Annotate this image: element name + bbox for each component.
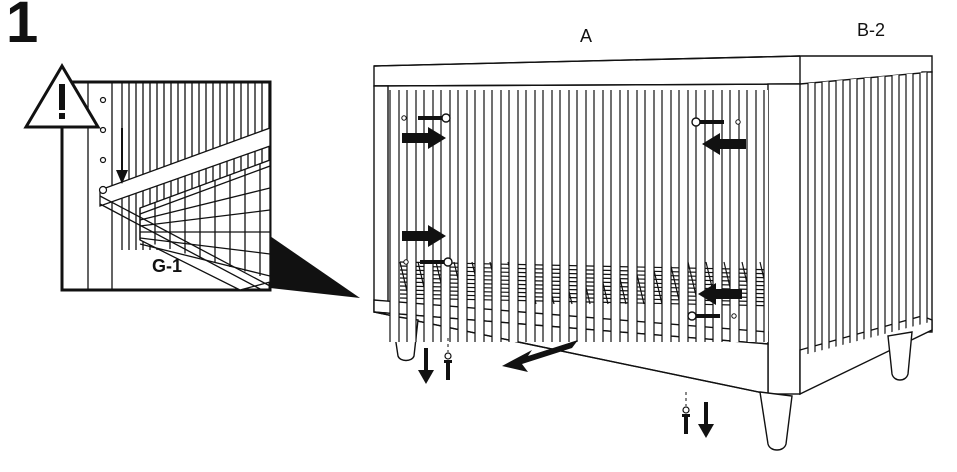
down-arrow-icon	[418, 348, 434, 384]
step-number: 1	[6, 0, 39, 55]
bolt-icon	[691, 117, 741, 127]
bolt-icon	[687, 311, 737, 321]
crib-slat	[491, 90, 502, 342]
down-arrow-icon	[698, 402, 714, 438]
detail-part-label: G-1	[152, 256, 183, 276]
spring-frame-rail	[99, 127, 270, 207]
bolt-icon	[403, 257, 453, 267]
hardware-group	[401, 113, 746, 438]
warning-triangle-icon	[23, 63, 101, 129]
crib-slat	[746, 90, 757, 342]
screw-icon	[682, 392, 690, 434]
front-panel-label: A	[580, 26, 593, 46]
crib-slat	[695, 90, 706, 342]
crib-slat	[559, 90, 570, 342]
crib-slat	[508, 90, 519, 342]
crib-slat	[576, 90, 587, 342]
callout-pointer	[270, 236, 360, 298]
bolt-icon	[401, 113, 451, 123]
crib-slat	[678, 90, 689, 342]
crib-slat	[712, 90, 723, 342]
crib-slat	[821, 72, 830, 356]
crib-slat	[877, 72, 886, 356]
crib-slat	[406, 90, 417, 342]
crib-slat	[863, 72, 872, 356]
crib-slat	[891, 72, 900, 356]
crib-slat	[593, 90, 604, 342]
crib-slat	[849, 72, 858, 356]
crib-slat	[644, 90, 655, 342]
adjustment-holes	[98, 96, 108, 195]
crib-slat	[423, 90, 434, 342]
crib-slat	[919, 72, 928, 356]
crib-slat	[542, 90, 553, 342]
crib-slat	[525, 90, 536, 342]
crib-slat	[835, 72, 844, 356]
screw-icon	[444, 338, 452, 380]
diagonal-arrow-icon	[502, 340, 578, 372]
down-arrow-icon	[116, 128, 128, 184]
crib-slat	[440, 90, 451, 342]
crib-slat	[661, 90, 672, 342]
detail-inset	[60, 80, 272, 292]
crib-slat	[457, 90, 468, 342]
right-arrow-icon	[402, 127, 446, 149]
support-rod	[99, 195, 270, 287]
crib-slat	[763, 90, 768, 342]
right-arrow-icon	[402, 225, 446, 247]
crib-slat	[729, 90, 740, 342]
crib-slat	[474, 90, 485, 342]
crib-slat	[807, 72, 816, 356]
left-arrow-icon	[698, 283, 742, 305]
left-arrow-icon	[702, 133, 746, 155]
crib-slat	[905, 72, 914, 356]
crib-slat	[627, 90, 638, 342]
crib-slat	[610, 90, 621, 342]
crib-slat	[389, 90, 400, 342]
side-panel-label: B-2	[857, 20, 886, 40]
